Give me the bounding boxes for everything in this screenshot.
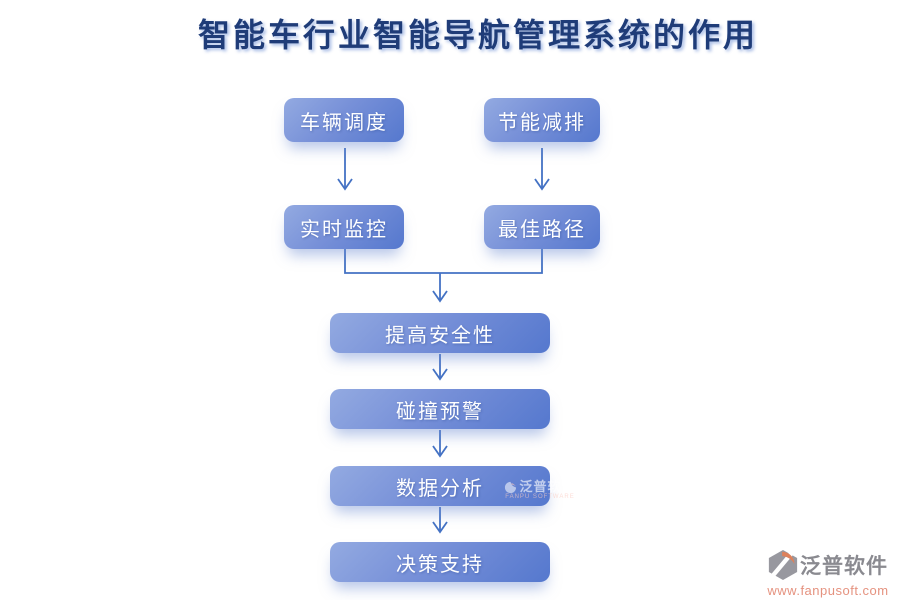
node-realtime-monitor: 实时监控 (284, 205, 404, 249)
node-best-route: 最佳路径 (484, 205, 600, 249)
brand-name: 泛普软件 (800, 555, 888, 578)
node-energy-saving: 节能减排 (484, 98, 600, 142)
node-label: 碰撞预警 (396, 400, 484, 423)
node-label: 节能减排 (498, 111, 586, 134)
node-collision-warning: 碰撞预警 (330, 389, 550, 429)
node-vehicle-dispatch: 车辆调度 (284, 98, 404, 142)
brand-url: www.fanpusoft.com (767, 583, 889, 598)
fanpu-logo-icon (768, 549, 798, 580)
node-label: 提高安全性 (385, 324, 495, 347)
brand-logo: 泛普软件 www.fanpusoft.com (760, 548, 896, 598)
merge-connector (344, 249, 543, 274)
node-improve-safety: 提高安全性 (330, 313, 550, 353)
node-label: 最佳路径 (498, 218, 586, 241)
node-label: 实时监控 (300, 218, 388, 241)
node-label: 数据分析 (396, 477, 484, 500)
node-label: 决策支持 (396, 553, 484, 576)
node-label: 车辆调度 (300, 111, 388, 134)
diagram-title: 智能车行业智能导航管理系统的作用 (197, 17, 758, 53)
node-decision-support: 决策支持 (330, 542, 550, 582)
node-data-analysis: 数据分析 (330, 466, 550, 506)
